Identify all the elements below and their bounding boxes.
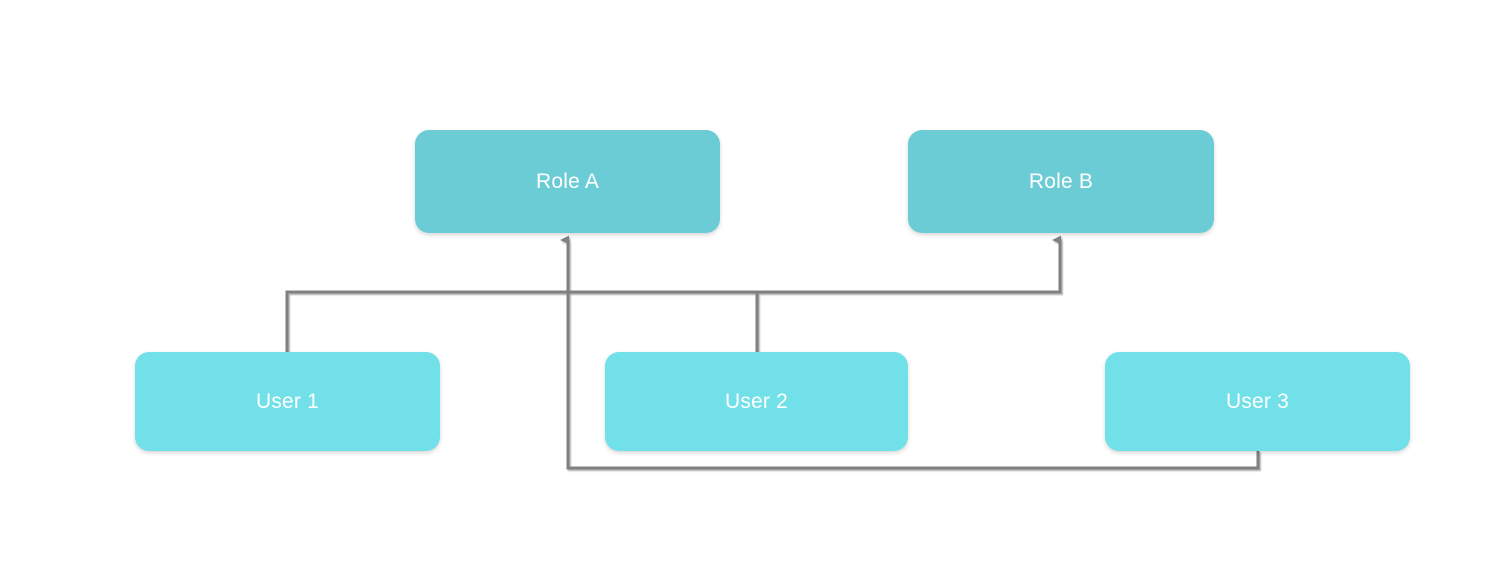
edge-user1-to-roleb (285, 235, 1062, 352)
node-role-b-label: Role B (1028, 170, 1094, 193)
node-role-a[interactable]: Role A (415, 130, 720, 233)
node-user-2-label: User 2 (724, 390, 789, 413)
node-user-2[interactable]: User 2 (605, 352, 908, 451)
edge-user3-to-rolea (560, 235, 1260, 470)
node-user-1-label: User 1 (255, 390, 320, 413)
node-user-3[interactable]: User 3 (1105, 352, 1410, 451)
node-role-a-label: Role A (535, 170, 600, 193)
node-user-1[interactable]: User 1 (135, 352, 440, 451)
node-user-3-label: User 3 (1225, 390, 1290, 413)
node-role-b[interactable]: Role B (908, 130, 1214, 233)
